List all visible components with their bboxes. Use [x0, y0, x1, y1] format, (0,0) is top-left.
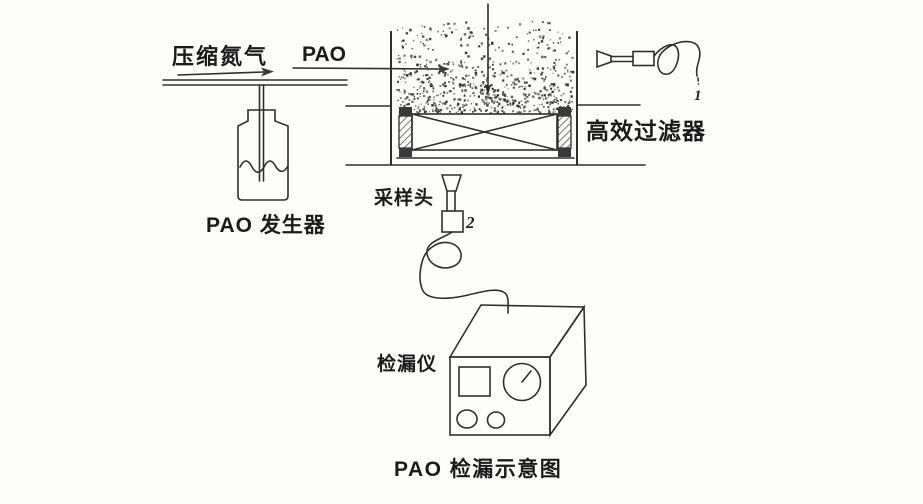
filter-seal-left	[398, 107, 413, 157]
scanning-probe-icon: 1	[596, 40, 702, 104]
hepa-filter-frame: 高效过滤器	[396, 107, 706, 159]
sampling-head-body	[441, 210, 464, 233]
detector-top-face	[448, 304, 586, 358]
hepa-filter-label: 高效过滤器	[586, 118, 706, 144]
duct-plenum	[345, 3, 646, 166]
detector-display-icon	[458, 366, 491, 397]
probe-coiled-cable	[653, 40, 701, 77]
leak-detector: 检漏仪	[377, 304, 587, 438]
sampling-head: 采样头 2	[374, 174, 509, 314]
aerosol-dots-icon	[396, 21, 575, 115]
pao-inlet-label: PAO	[302, 43, 346, 66]
detector-front-face	[449, 356, 551, 436]
detector-right-face	[549, 304, 587, 438]
nitrogen-pipe	[162, 79, 348, 86]
compressed-nitrogen-label: 压缩氮气	[172, 44, 268, 69]
liquid-wave	[239, 160, 289, 174]
filter-seal-right	[557, 107, 572, 157]
sampling-head-label: 采样头	[374, 186, 434, 209]
nitrogen-supply: 压缩氮气	[162, 44, 348, 182]
probe-2-number: 2	[465, 213, 475, 232]
sampling-cable	[419, 231, 509, 314]
pao-injection-line: PAO	[292, 43, 450, 73]
dip-tube	[258, 84, 265, 182]
detector-knob-right-icon	[486, 411, 506, 429]
detector-gauge-icon	[502, 362, 542, 402]
figure-caption: PAO 检漏示意图	[394, 457, 562, 481]
probe-1-number: 1	[694, 88, 702, 104]
pao-generator-label: PAO 发生器	[206, 213, 326, 237]
sampling-funnel-icon	[440, 174, 463, 192]
injection-drop-arrow	[484, 3, 492, 95]
pao-generator-bottle: PAO 发生器	[206, 109, 326, 237]
detector-knob-left-icon	[456, 409, 478, 429]
leak-detector-label: 检漏仪	[377, 352, 437, 375]
flow-arrow-right-icon	[177, 67, 274, 77]
